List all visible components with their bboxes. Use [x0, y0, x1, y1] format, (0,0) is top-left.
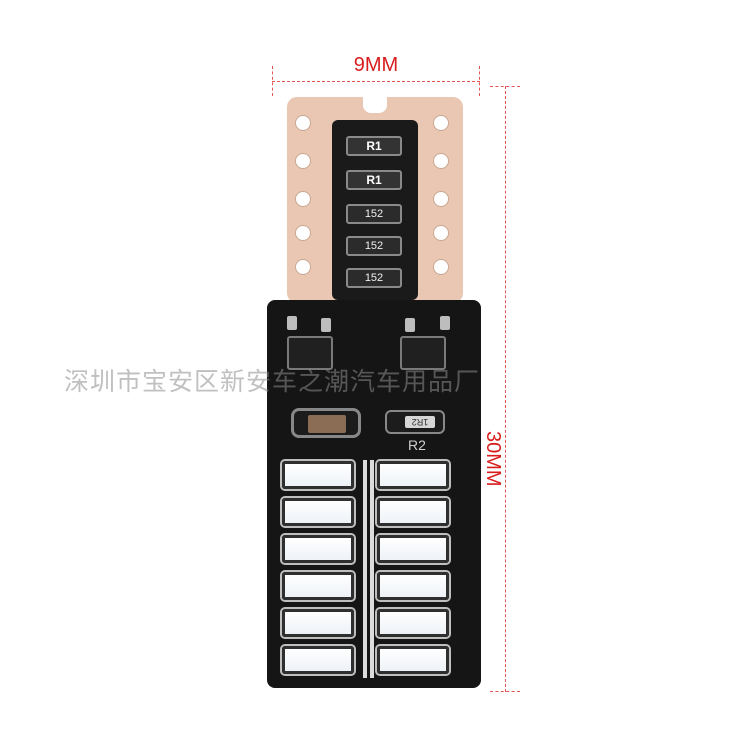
transistor-chip	[287, 336, 333, 370]
length-dimension-tick-bottom	[490, 691, 520, 692]
length-dimension-tick-top	[490, 86, 520, 87]
chip-pin	[287, 316, 297, 330]
power-resistor-body	[308, 415, 346, 433]
watermark-text: 深圳市宝安区新安车之潮汽车用品厂	[64, 367, 481, 396]
length-dimension: 30MM	[482, 86, 520, 692]
contact-pad	[433, 225, 449, 241]
power-resistor	[291, 408, 361, 438]
resistor-152: 152	[346, 236, 402, 256]
chip-pin	[440, 316, 450, 330]
led-solder-strip	[370, 460, 374, 678]
contact-pad	[295, 259, 311, 275]
contact-pad	[433, 259, 449, 275]
width-dimension: 9MM	[272, 54, 480, 102]
smd-led	[377, 572, 449, 600]
length-dimension-label: 30MM	[482, 431, 504, 487]
contact-pad	[295, 115, 311, 131]
led-solder-strip	[363, 460, 367, 678]
smd-led	[377, 498, 449, 526]
chip-pin	[405, 318, 415, 332]
smd-led	[282, 461, 354, 489]
resistor-152: 152	[346, 268, 402, 288]
smd-led	[377, 646, 449, 674]
width-dimension-tick-left	[272, 66, 273, 96]
pcb-notch	[363, 95, 387, 113]
contact-pad	[433, 115, 449, 131]
smd-led	[282, 572, 354, 600]
chip-pin	[321, 318, 331, 332]
contact-pad	[433, 191, 449, 207]
resistor-152: 152	[346, 204, 402, 224]
resistor-r1: R1	[346, 136, 402, 156]
smd-led	[377, 461, 449, 489]
smd-led	[282, 535, 354, 563]
resistor-r1: R1	[346, 170, 402, 190]
width-dimension-tick-right	[479, 66, 480, 96]
contact-pad	[295, 191, 311, 207]
contact-pad	[295, 225, 311, 241]
contact-pad	[433, 153, 449, 169]
resistor-1r2: 1R2	[385, 410, 445, 434]
contact-pad	[295, 153, 311, 169]
smd-led	[282, 498, 354, 526]
pcb-center-strip: R1 R1 152 152 152	[332, 120, 418, 300]
smd-led	[282, 646, 354, 674]
smd-led	[282, 609, 354, 637]
r2-silkscreen-label: R2	[408, 437, 426, 453]
width-dimension-line	[272, 81, 480, 82]
length-dimension-line	[505, 86, 506, 692]
transistor-chip	[400, 336, 446, 370]
width-dimension-label: 9MM	[353, 54, 399, 76]
smd-led	[377, 609, 449, 637]
smd-led	[377, 535, 449, 563]
resistor-1r2-marking: 1R2	[405, 416, 435, 428]
